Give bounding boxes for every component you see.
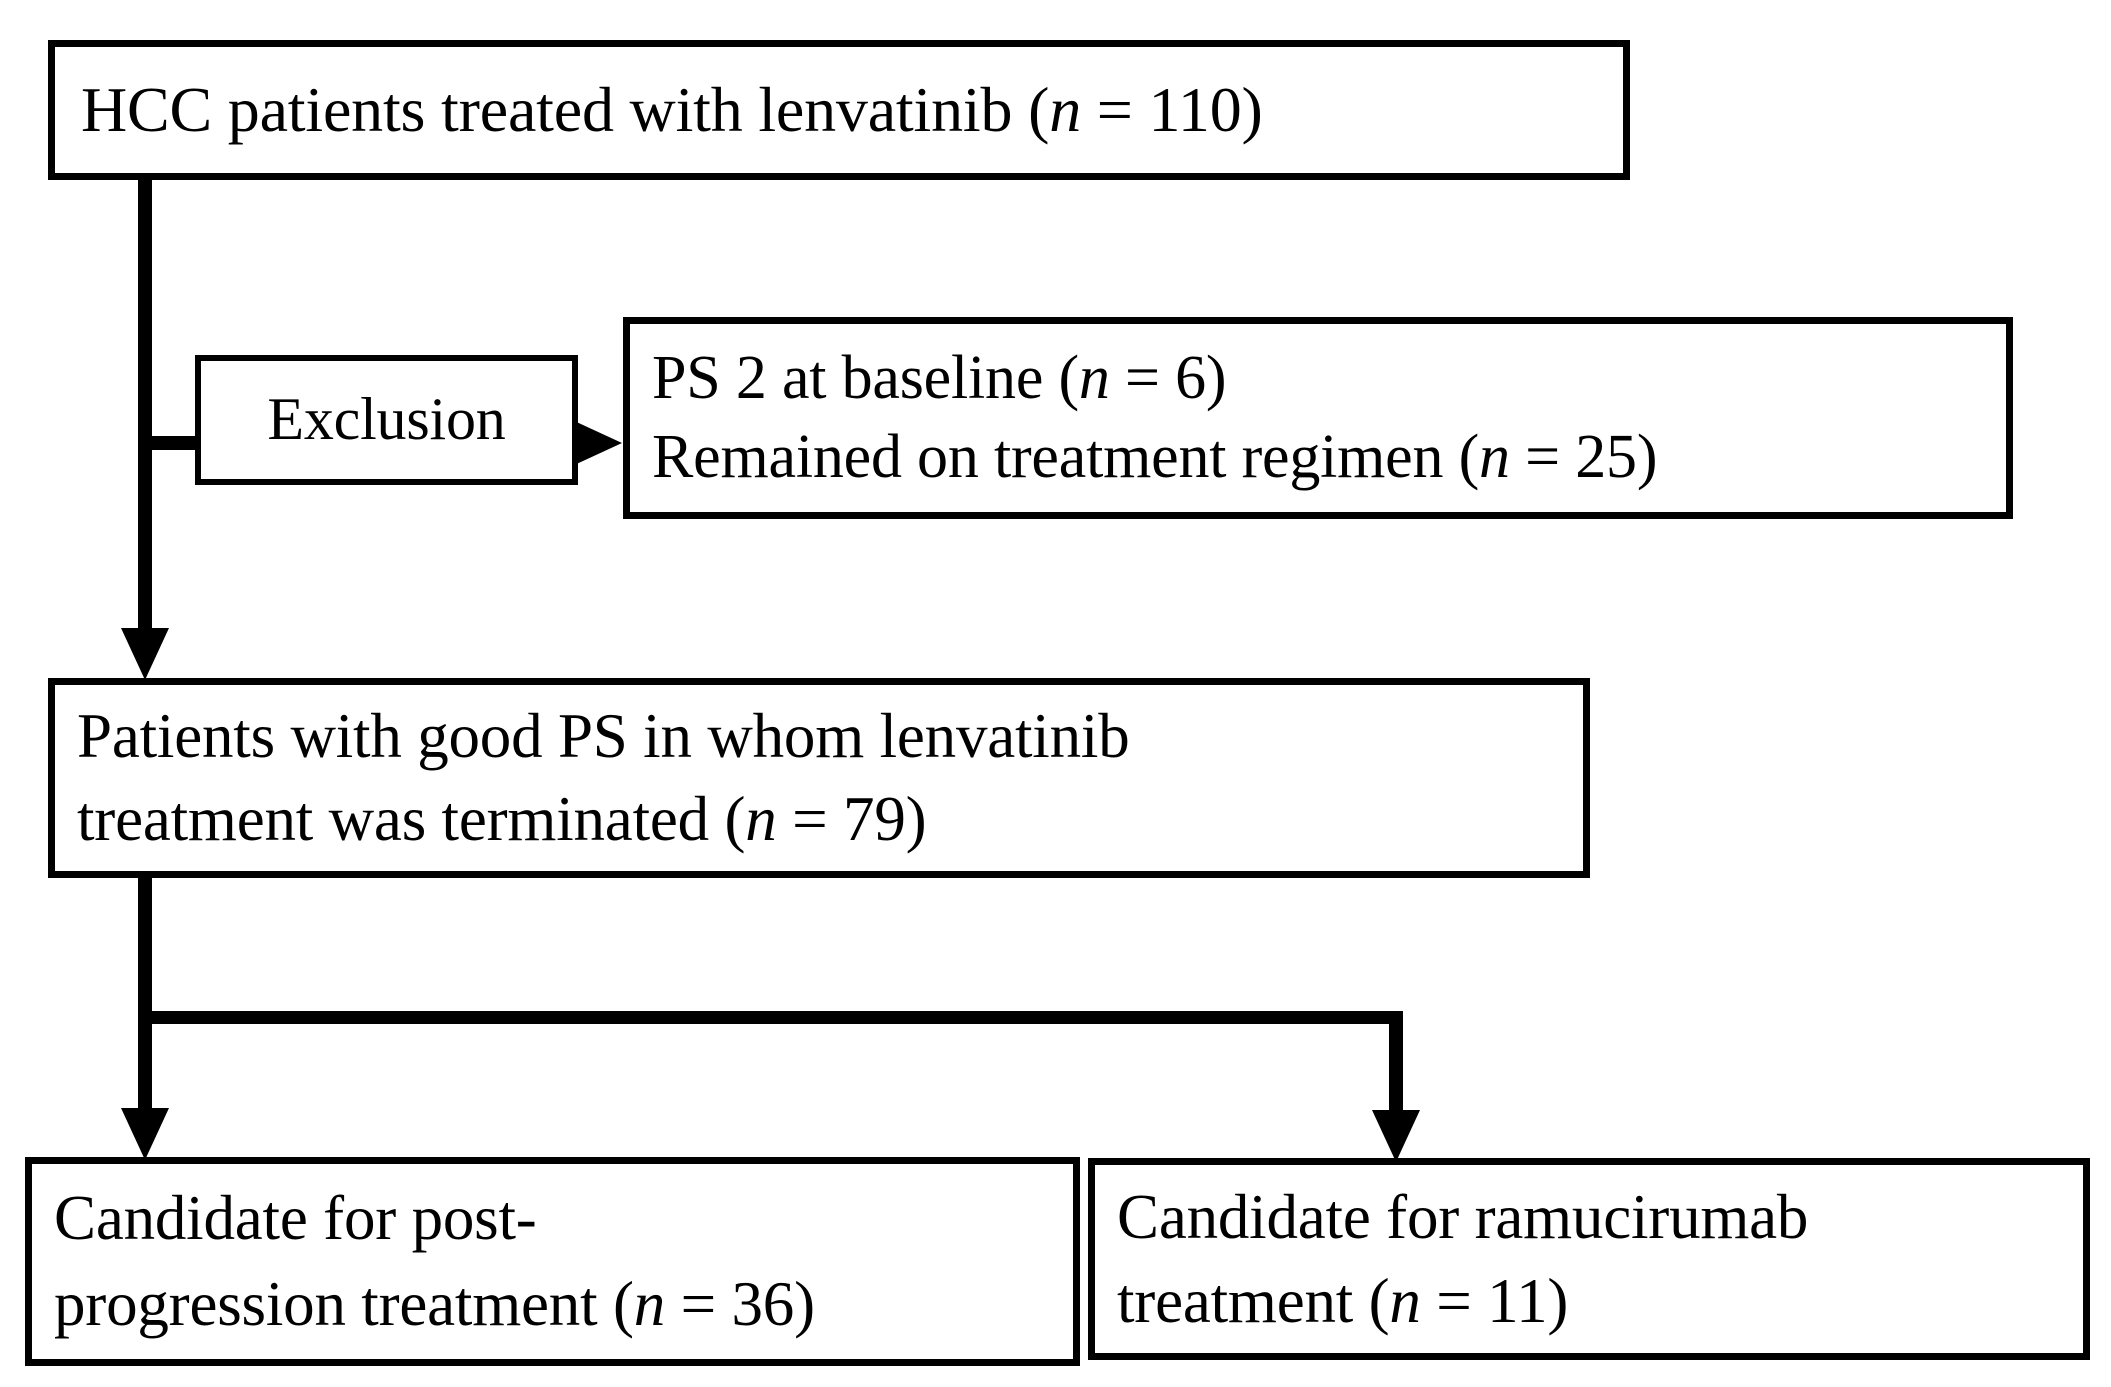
post-line2-text-a: progression treatment ( — [54, 1268, 634, 1339]
node-ramucirumab-candidate: Candidate for ramucirumab treatment (n =… — [1088, 1158, 2090, 1360]
n-symbol: n — [1049, 74, 1081, 146]
exclusion-line1-text-b: = 6) — [1109, 343, 1227, 412]
goodps-line2-text-b: = 79) — [776, 784, 927, 854]
arrowhead-goodps-to-ramucirumab — [1372, 1110, 1420, 1162]
n-symbol: n — [1389, 1266, 1421, 1336]
node-goodps-line-1: Patients with good PS in whom lenvatinib — [77, 700, 1130, 771]
n-symbol: n — [633, 1268, 666, 1339]
exclusion-line1-text-a: PS 2 at baseline ( — [652, 343, 1079, 412]
node-enrolled-text-b: = 110) — [1081, 74, 1263, 146]
node-post-line-2: progression treatment (n = 36) — [32, 1262, 1073, 1348]
n-symbol: n — [1078, 343, 1110, 412]
exclusion-label-text: Exclusion — [267, 386, 506, 453]
ramu-line2-text-b: = 11) — [1420, 1266, 1569, 1336]
node-enrolled-cohort: HCC patients treated with lenvatinib (n … — [48, 40, 1630, 180]
connector-goodps-to-postprogression-vertical — [138, 878, 152, 1136]
n-symbol: n — [745, 784, 777, 854]
node-goodps-line-2: treatment was terminated (n = 79) — [55, 778, 1583, 861]
node-ramu-line-2: treatment (n = 11) — [1095, 1259, 2083, 1343]
node-post-progression-candidate: Candidate for post- progression treatmen… — [25, 1157, 1080, 1366]
exclusion-line2-text-b: = 25) — [1509, 423, 1658, 491]
node-exclusion-line-1: PS 2 at baseline (n = 6) — [630, 339, 2006, 418]
n-symbol: n — [1479, 423, 1510, 491]
arrowhead-enrolled-to-goodps — [121, 628, 169, 680]
connector-goodps-split-horizontal — [138, 1011, 1403, 1024]
connector-goodps-to-ramucirumab-vertical — [1389, 1011, 1403, 1113]
node-enrolled-line-1: HCC patients treated with lenvatinib (n … — [55, 66, 1623, 153]
connector-enrolled-to-goodps-vertical — [138, 178, 152, 648]
node-enrolled-text-a: HCC patients treated with lenvatinib ( — [81, 74, 1050, 146]
arrowhead-goodps-to-postprogression — [121, 1108, 169, 1160]
node-exclusion-detail: PS 2 at baseline (n = 6) Remained on tre… — [623, 317, 2013, 519]
goodps-line2-text-a: treatment was terminated ( — [77, 784, 746, 854]
arrowhead-enrolled-to-exclusion — [570, 419, 622, 467]
exclusion-line2-text-a: Remained on treatment regimen ( — [652, 423, 1480, 491]
node-ramu-line-1: Candidate for ramucirumab — [1117, 1181, 1809, 1252]
node-good-ps-terminated: Patients with good PS in whom lenvatinib… — [48, 678, 1590, 878]
node-exclusion-label: Exclusion — [195, 355, 578, 485]
post-line2-text-b: = 36) — [665, 1268, 815, 1339]
node-exclusion-line-2: Remained on treatment regimen (n = 25) — [630, 418, 2006, 497]
node-post-line-1: Candidate for post- — [54, 1182, 537, 1253]
ramu-line2-text-a: treatment ( — [1117, 1266, 1390, 1336]
